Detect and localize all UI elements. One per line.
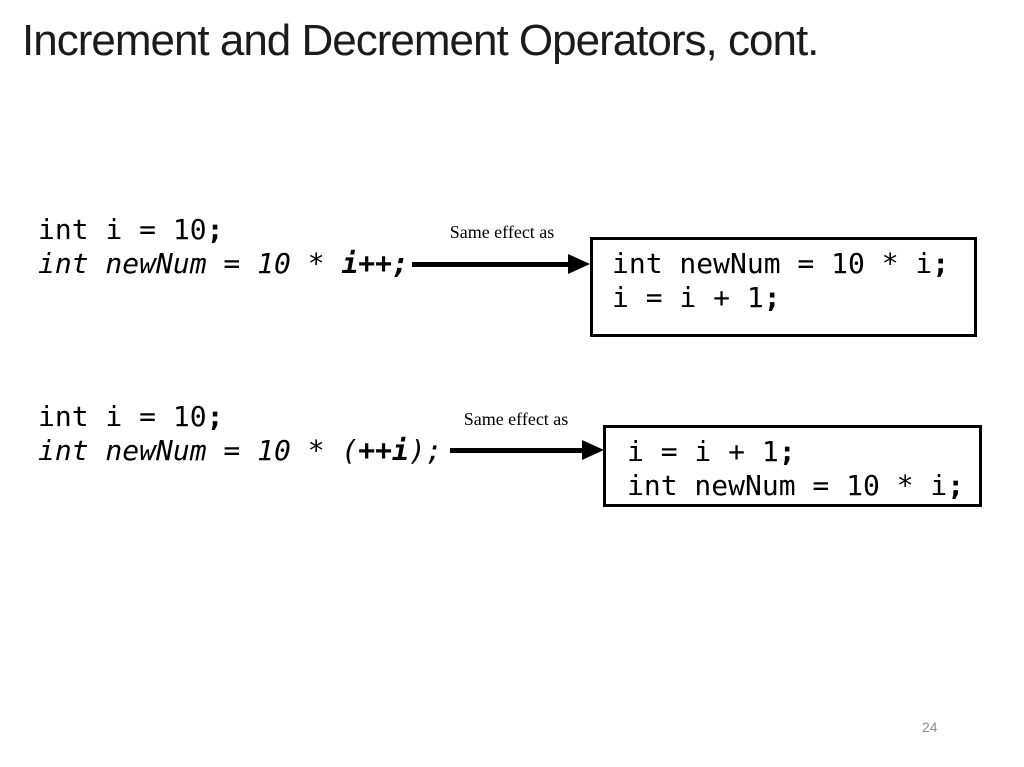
code-line: int newNum = 10 * i; [627, 469, 979, 503]
code-text-bold: ; [932, 247, 950, 280]
slide-title: Increment and Decrement Operators, cont. [22, 16, 819, 65]
arrow-line [450, 448, 586, 453]
code-line: int i = 10; [38, 213, 409, 247]
code-text-bold: ; [206, 213, 224, 246]
code-text: i = i + 1 [612, 281, 764, 314]
code-text-bold-italic: ++i [358, 434, 409, 467]
code-text-italic: ); [408, 434, 443, 467]
example2-result-code: i = i + 1; int newNum = 10 * i; [627, 435, 979, 503]
example1-source-code: int i = 10; int newNum = 10 * i++; [38, 213, 409, 281]
example2-result-box: i = i + 1; int newNum = 10 * i; [603, 425, 982, 507]
code-text-italic: int newNum = 10 * [38, 247, 342, 280]
code-text: int i = 10 [38, 213, 207, 246]
code-text-bold-italic: i++; [341, 247, 409, 280]
arrow-head-icon [582, 440, 604, 460]
code-text-bold: ; [947, 469, 965, 502]
code-text: int i = 10 [38, 400, 207, 433]
same-effect-label: Same effect as [463, 409, 569, 429]
code-text: int newNum = 10 * i [612, 247, 933, 280]
code-text: i = i + 1 [627, 435, 779, 468]
example1-result-code: int newNum = 10 * i; i = i + 1; [612, 247, 974, 315]
code-line: int newNum = 10 * (++i); [38, 434, 443, 468]
code-text-bold: ; [778, 435, 796, 468]
code-line: int newNum = 10 * i++; [38, 247, 409, 281]
code-line: i = i + 1; [627, 435, 979, 469]
arrow-head-icon [568, 254, 590, 274]
page-number: 24 [922, 719, 938, 735]
example1-result-box: int newNum = 10 * i; i = i + 1; [590, 237, 977, 337]
code-text-italic: int newNum = 10 * ( [38, 434, 359, 467]
code-line: i = i + 1; [612, 281, 974, 315]
code-text: int newNum = 10 * i [627, 469, 948, 502]
example2-source-code: int i = 10; int newNum = 10 * (++i); [38, 400, 443, 468]
arrow-line [412, 262, 572, 267]
code-text-bold: ; [206, 400, 224, 433]
code-line: int newNum = 10 * i; [612, 247, 974, 281]
code-line: int i = 10; [38, 400, 443, 434]
same-effect-label: Same effect as [449, 222, 555, 242]
code-text-bold: ; [763, 281, 781, 314]
